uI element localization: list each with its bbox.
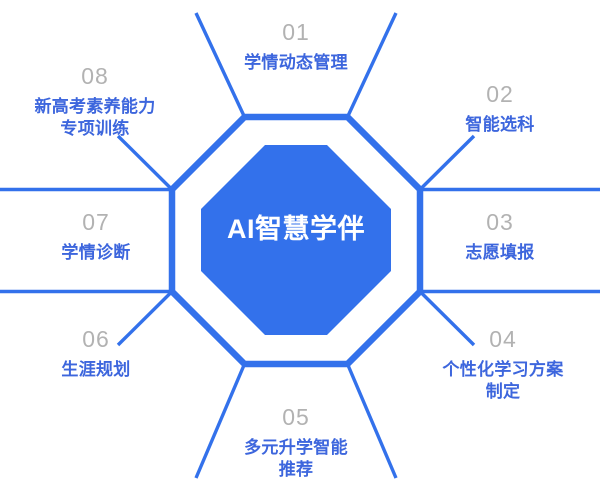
- node-02-label: 智能选科: [465, 114, 535, 134]
- node-02[interactable]: 02 智能选科: [416, 80, 584, 136]
- ray-bottom-left-corner: [116, 290, 174, 347]
- node-06-number: 06: [82, 326, 110, 352]
- node-01-number: 01: [282, 19, 310, 45]
- node-07-label: 学情诊断: [61, 242, 131, 262]
- center-title: AI智慧学伴: [227, 214, 365, 244]
- node-01-label: 学情动态管理: [244, 52, 348, 72]
- ray-top-left: [194, 12, 247, 118]
- outer-octagon-ring: [168, 113, 424, 368]
- node-06[interactable]: 06 生涯规划: [12, 325, 180, 381]
- ray-top-right: [345, 12, 398, 118]
- node-01[interactable]: 01 学情动态管理: [196, 18, 396, 74]
- node-08[interactable]: 08 新高考素养能力 专项训练: [2, 62, 188, 141]
- ray-bottom-left: [194, 363, 247, 479]
- node-05-number: 05: [282, 404, 310, 430]
- node-05[interactable]: 05 多元升学智能 推荐: [196, 403, 396, 482]
- ray-bottom-right: [345, 363, 398, 479]
- center-octagon: [201, 145, 391, 335]
- node-03[interactable]: 03 志愿填报: [416, 208, 584, 264]
- ray-group: [0, 12, 600, 479]
- node-04-number: 04: [489, 326, 517, 352]
- node-04-label: 个性化学习方案 制定: [442, 359, 564, 402]
- ray-top-left-corner: [116, 134, 174, 191]
- node-06-label: 生涯规划: [61, 359, 131, 379]
- ray-bottom-right-corner: [418, 290, 476, 347]
- node-02-number: 02: [486, 81, 514, 107]
- ray-top-right-corner: [418, 134, 476, 191]
- node-05-label: 多元升学智能 推荐: [244, 437, 348, 480]
- node-08-label: 新高考素养能力 专项训练: [34, 96, 156, 139]
- node-03-label: 志愿填报: [465, 242, 535, 262]
- node-04[interactable]: 04 个性化学习方案 制定: [410, 325, 596, 404]
- node-07-number: 07: [82, 209, 110, 235]
- node-08-number: 08: [81, 63, 109, 89]
- node-03-number: 03: [486, 209, 514, 235]
- node-07[interactable]: 07 学情诊断: [12, 208, 180, 264]
